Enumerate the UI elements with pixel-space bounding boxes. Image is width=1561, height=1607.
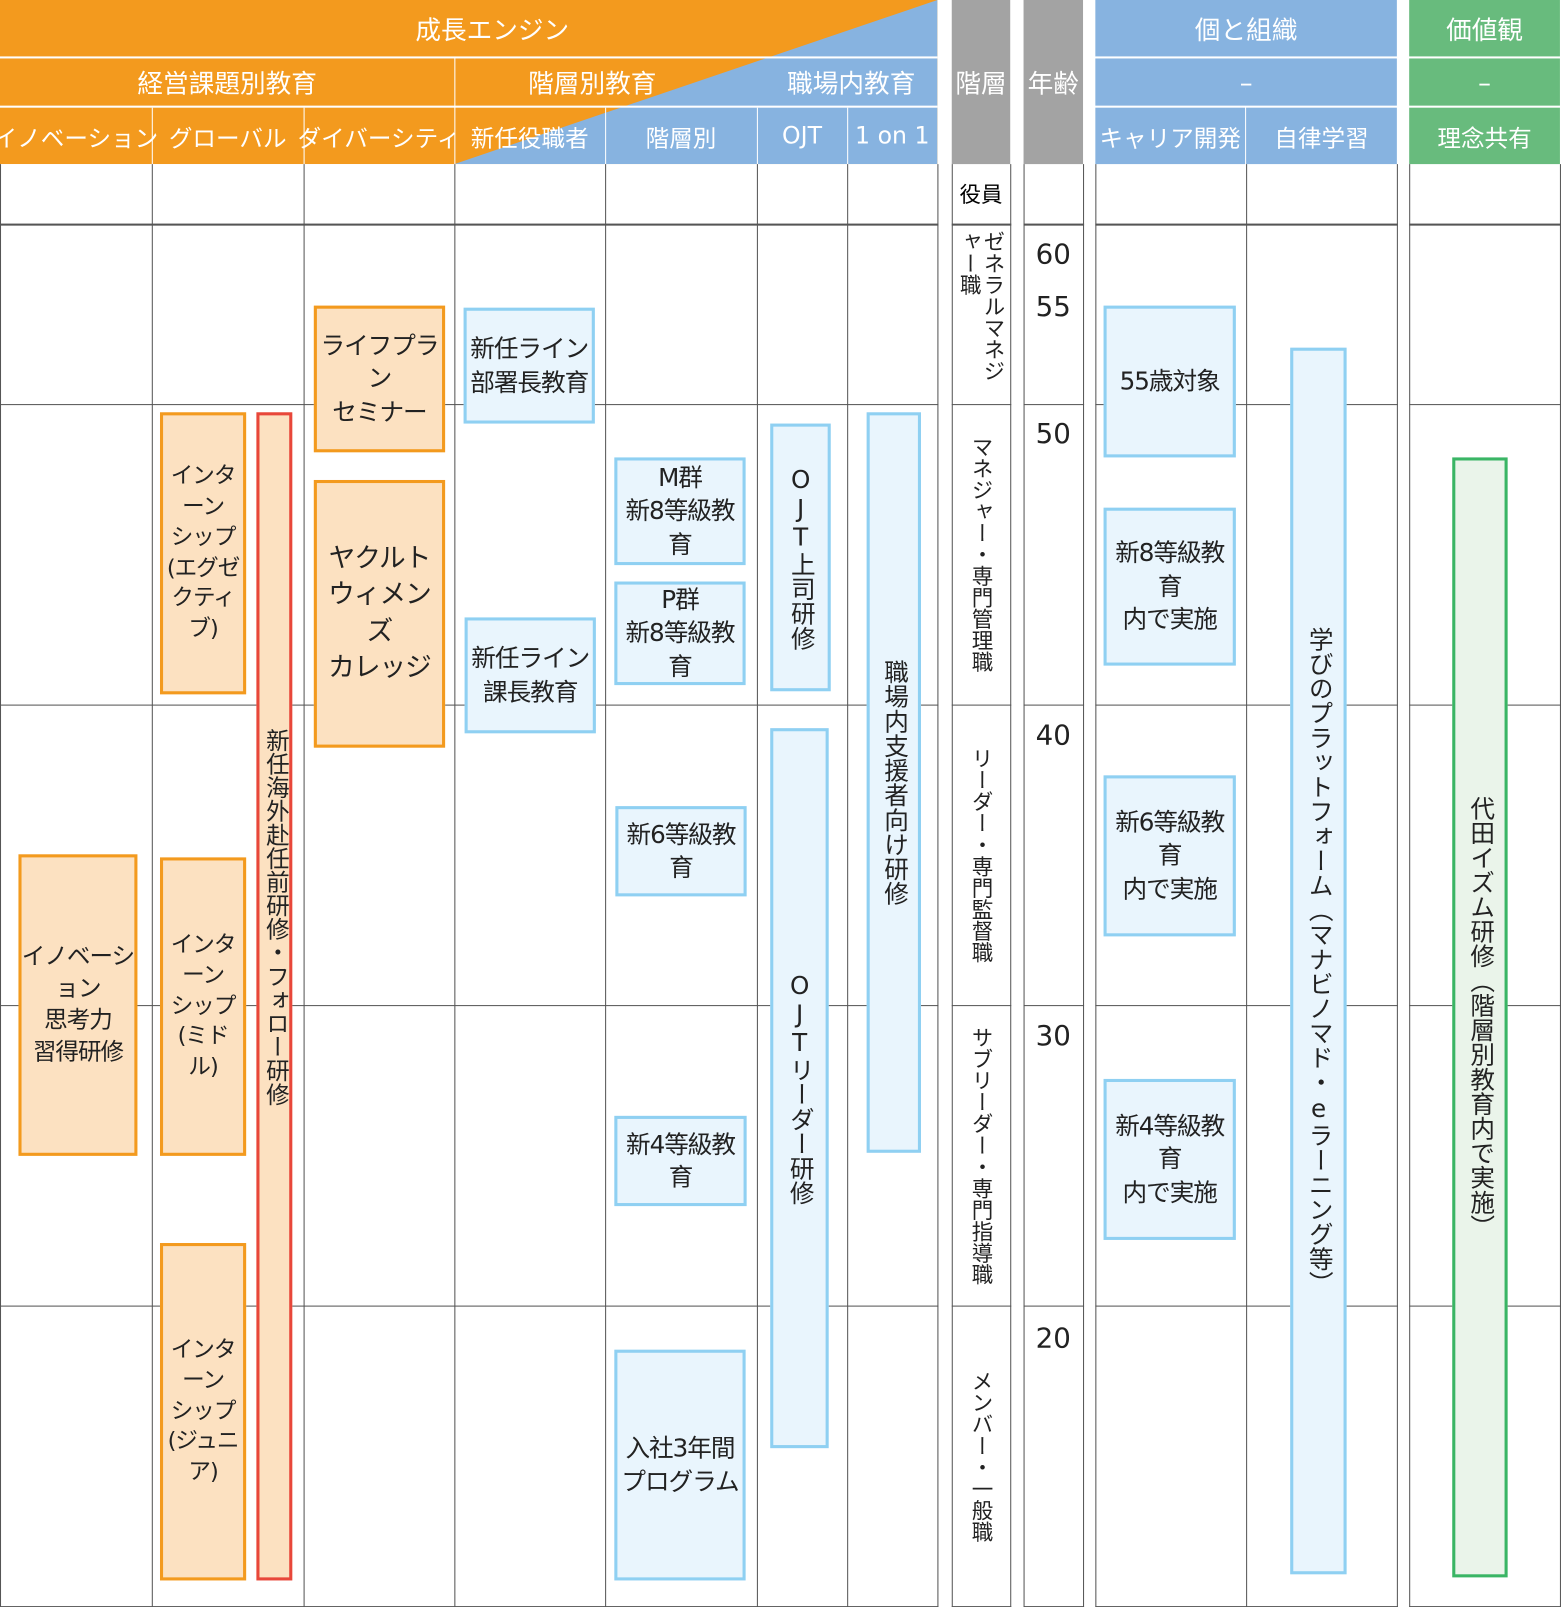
- col-self-learning: 自律学習: [1246, 107, 1397, 165]
- age-50: 50: [1035, 418, 1071, 451]
- grid-line: [951, 404, 1012, 406]
- grid-line: [454, 164, 456, 1607]
- grid-line: [951, 164, 953, 1607]
- age-55: 55: [1035, 291, 1071, 324]
- grid-line: [1023, 223, 1085, 226]
- grid-line: [1095, 704, 1398, 706]
- grid-line: [1083, 164, 1085, 1607]
- grid-line: [1023, 404, 1085, 406]
- values-header: 価値観: [1409, 0, 1560, 57]
- grid-line: [1095, 404, 1398, 406]
- age-40: 40: [1035, 719, 1071, 752]
- col-innovation: イノベーション: [0, 125, 159, 153]
- age-20: 20: [1035, 1323, 1071, 1355]
- rank-header-label: 階層: [955, 68, 1007, 99]
- program-grade6: 新6等級教育: [615, 806, 747, 897]
- rank-manager: マネジャー・専門管理職: [969, 435, 994, 673]
- grid-line: [0, 1305, 939, 1307]
- grid-line: [1095, 223, 1398, 226]
- grid-line: [303, 164, 305, 1607]
- grid-line: [0, 1005, 939, 1007]
- program-new-dept-head: 新任ライン 部署長教育: [463, 307, 595, 424]
- program-overseas-assignment: 新任海外赴任前研修・フォロー研修: [256, 412, 293, 1581]
- program-age-55: 55歳対象: [1103, 305, 1236, 458]
- program-career-grade4: 新4等級教育 内で実施: [1103, 1078, 1236, 1240]
- program-intern-middle: インターン シップ (ミドル): [159, 857, 247, 1156]
- grid-line: [1023, 704, 1085, 706]
- age-60: 60: [1035, 238, 1071, 271]
- program-ojt-leader: OJTリーダー研修: [770, 728, 829, 1449]
- grid-line: [1559, 164, 1561, 1607]
- program-learning-platform: 学びのプラットフォーム（マナビノマド・eラーニング等）: [1290, 347, 1347, 1575]
- grid-line: [1409, 164, 1411, 1607]
- program-first-3-years: 入社3年間 プログラム: [614, 1349, 746, 1581]
- grid-line: [1010, 164, 1012, 1607]
- tiered-education-header: 階層別教育: [528, 68, 657, 99]
- program-ojt-boss: OJT上司研修: [770, 423, 831, 692]
- growth-engine-title: 成長エンジン: [415, 14, 570, 45]
- program-intern-executive: インターン シップ (エグゼ クティブ): [159, 412, 247, 695]
- program-lifeplan-seminar: ライフプラン セミナー: [313, 305, 446, 453]
- growth-engine-header-bg: [0, 0, 938, 165]
- rank-general-manager: ゼネラルマネジャー職: [957, 230, 1006, 382]
- age-header-label: 年齢: [1027, 68, 1079, 99]
- grid-line: [1409, 404, 1561, 406]
- grid-line: [1409, 223, 1561, 226]
- rank-member: メンバー・一般職: [969, 1369, 994, 1542]
- grid-line: [151, 164, 153, 1607]
- rank-executive: 役員: [959, 182, 1003, 208]
- col-tiered: 階層別: [645, 125, 717, 153]
- grid-line: [847, 164, 849, 1607]
- rank-header: 階層: [951, 0, 1011, 165]
- grid-line: [1023, 1305, 1085, 1307]
- grid-line: [1396, 164, 1398, 1607]
- program-grade4: 新4等級教育: [614, 1115, 747, 1207]
- col-ojt: OJT: [782, 122, 822, 150]
- age-30: 30: [1035, 1020, 1071, 1053]
- grid-line: [951, 704, 1012, 706]
- program-p-group-grade8: P群 新8等級教育: [614, 581, 746, 686]
- grid-line: [1095, 1005, 1398, 1007]
- program-innovation: イノベーション 思考力 習得研修: [18, 854, 138, 1156]
- col-1on1: 1 on 1: [855, 122, 930, 150]
- program-womens-college: ヤクルト ウィメンズ カレッジ: [313, 479, 446, 748]
- rank-subleader: サブリーダー・専門指導職: [969, 1026, 994, 1285]
- col-diversity: ダイバーシティ: [297, 125, 461, 153]
- workplace-education-header: 職場内教育: [787, 68, 916, 99]
- program-shirota-ism: 代田イズム研修（階層別教育内で実施）: [1452, 457, 1508, 1578]
- grid-line: [1095, 1305, 1398, 1307]
- program-m-group-grade8: M群 新8等級教育: [614, 457, 746, 566]
- values-sub: –: [1409, 58, 1560, 106]
- grid-line: [0, 223, 939, 226]
- grid-line: [1023, 1005, 1085, 1007]
- rank-leader: リーダー・専門監督職: [969, 747, 994, 963]
- program-workplace-supporter: 職場内支援者向け研修: [866, 412, 921, 1153]
- program-new-section-chief: 新任ライン 課長教育: [464, 617, 596, 734]
- grid-line: [605, 164, 607, 1607]
- program-career-grade6: 新6等級教育 内で実施: [1103, 775, 1236, 937]
- management-issues-header: 経営課題別教育: [137, 68, 317, 99]
- grid-line: [951, 1305, 1012, 1307]
- grid-line: [951, 223, 1012, 226]
- col-global: グローバル: [168, 125, 287, 153]
- grid-line: [1246, 164, 1248, 1607]
- col-career: キャリア開発: [1095, 107, 1246, 165]
- grid-line: [756, 164, 758, 1607]
- col-philosophy: 理念共有: [1409, 107, 1560, 165]
- program-intern-junior: インターン シップ (ジュニア): [159, 1243, 247, 1581]
- grid-line: [1095, 164, 1097, 1607]
- grid-line: [951, 1005, 1012, 1007]
- individual-org-header: 個と組織: [1095, 0, 1397, 57]
- program-career-grade8: 新8等級教育 内で実施: [1103, 507, 1236, 666]
- col-new-managers: 新任役職者: [470, 125, 589, 153]
- individual-org-sub: –: [1095, 58, 1397, 106]
- grid-line: [1023, 164, 1025, 1607]
- grid-line: [0, 164, 2, 1607]
- age-header: 年齢: [1023, 0, 1084, 165]
- grid-line: [937, 164, 939, 1607]
